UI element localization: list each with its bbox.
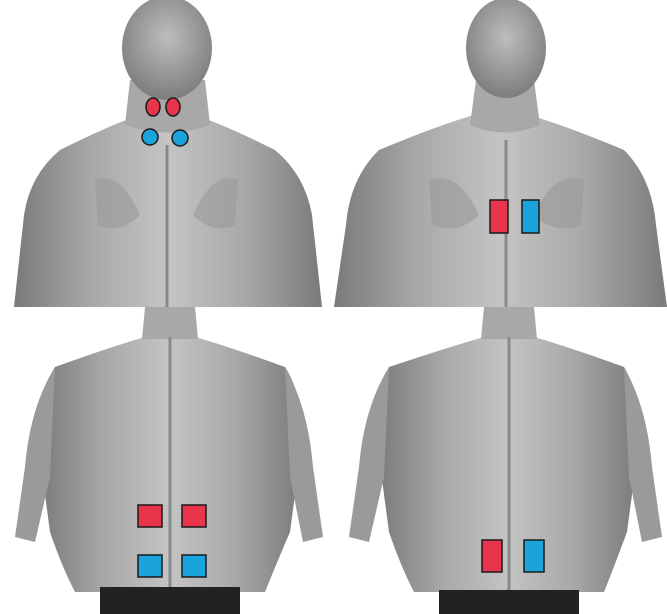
panel-lower-back bbox=[0, 307, 333, 614]
back-figure-lower bbox=[0, 307, 333, 614]
neck bbox=[142, 307, 198, 339]
arm-left bbox=[349, 367, 389, 542]
red-electrode bbox=[182, 505, 206, 527]
back-figure-neck bbox=[0, 0, 333, 307]
red-electrode bbox=[166, 98, 180, 116]
head bbox=[122, 0, 212, 100]
blue-electrode bbox=[172, 130, 188, 146]
blue-electrode bbox=[524, 540, 544, 572]
blue-electrode bbox=[182, 555, 206, 577]
red-electrode bbox=[482, 540, 502, 572]
back-figure-upper bbox=[334, 0, 667, 307]
panel-upper-back bbox=[334, 0, 667, 307]
blue-electrode bbox=[138, 555, 162, 577]
head bbox=[466, 0, 546, 98]
arm-right bbox=[624, 367, 662, 542]
red-electrode bbox=[490, 200, 508, 233]
red-electrode bbox=[138, 505, 162, 527]
waistband bbox=[439, 590, 579, 614]
panel-neck bbox=[0, 0, 333, 307]
back-figure-lumbar bbox=[334, 307, 667, 614]
blue-electrode bbox=[522, 200, 539, 233]
blue-electrode bbox=[142, 129, 158, 145]
neck bbox=[481, 307, 537, 339]
waistband bbox=[100, 587, 240, 614]
panel-lumbar bbox=[334, 307, 667, 614]
red-electrode bbox=[146, 98, 160, 116]
